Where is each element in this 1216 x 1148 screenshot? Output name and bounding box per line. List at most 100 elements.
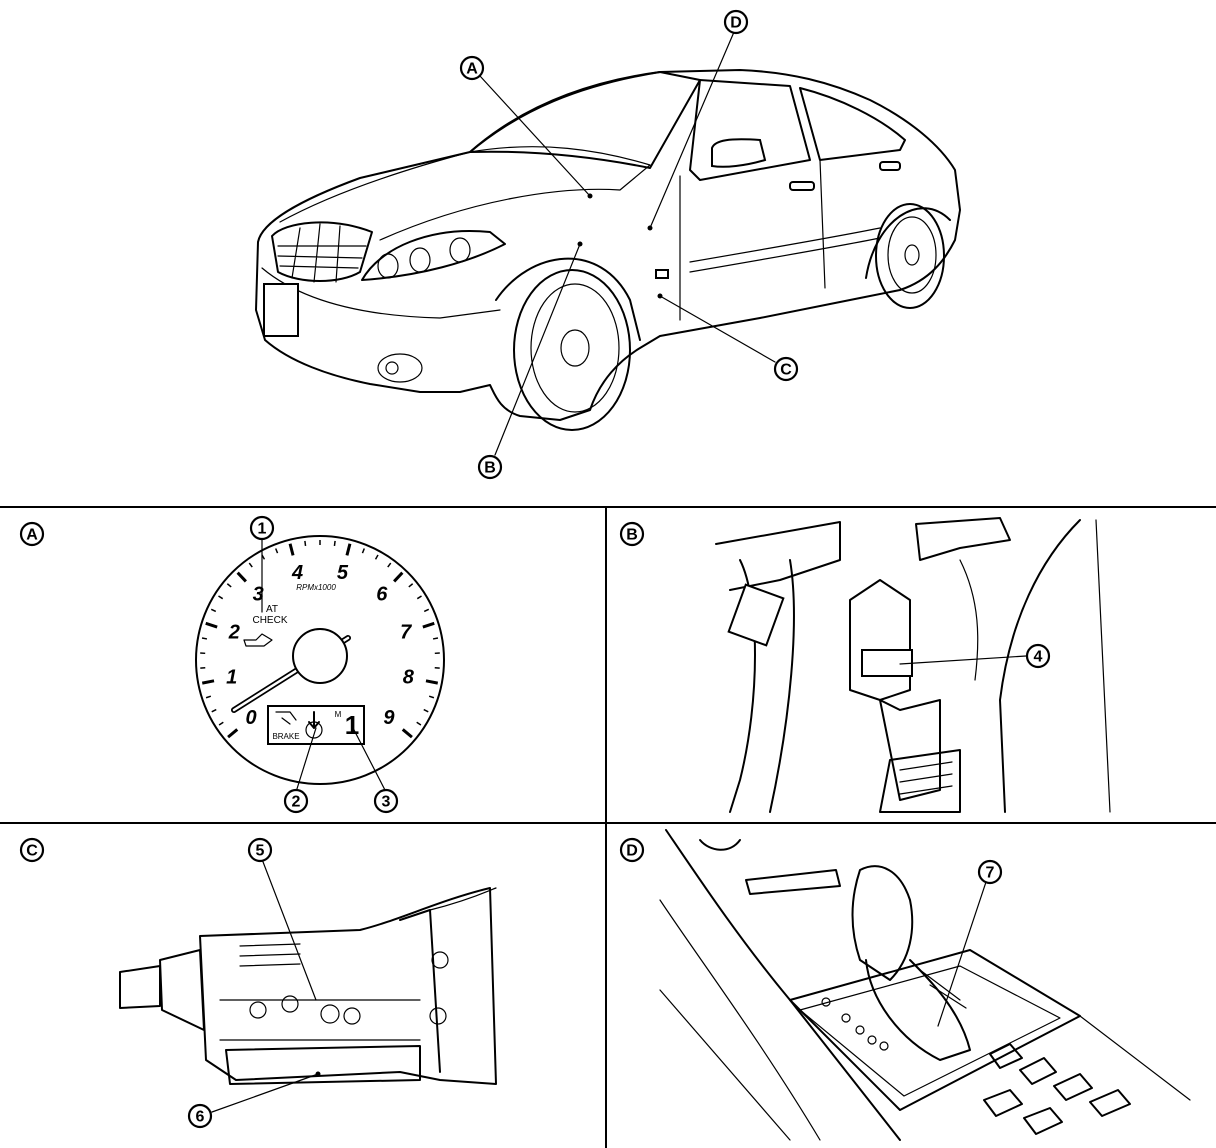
brake-pedal-arm-outline bbox=[729, 559, 756, 813]
panel-B-corner-label: B bbox=[619, 521, 645, 547]
shift-knob bbox=[851, 865, 914, 981]
car-license-plate bbox=[263, 283, 299, 337]
car-headlight-lens-2 bbox=[409, 247, 431, 273]
callout-label: 4 bbox=[1034, 649, 1043, 666]
gauge-hub bbox=[292, 628, 348, 684]
slip-icon bbox=[275, 711, 297, 725]
callout-label: 3 bbox=[382, 794, 391, 811]
car-fog-lamp-inner bbox=[385, 361, 399, 375]
accelerator-bracket bbox=[849, 579, 911, 701]
leader-C bbox=[659, 295, 776, 363]
car-front-wheel-tire bbox=[513, 269, 631, 431]
callout-car-C: C bbox=[773, 356, 799, 382]
callout-label: 5 bbox=[256, 843, 265, 860]
gauge-minor-tick bbox=[218, 721, 224, 726]
car-rear-wheel-tire bbox=[875, 203, 945, 309]
oil-pan bbox=[225, 1045, 421, 1085]
callout-4: 4 bbox=[1025, 643, 1051, 669]
gauge-minor-tick bbox=[374, 554, 379, 560]
car-door-handle-rear bbox=[879, 161, 901, 171]
callout-label: 7 bbox=[986, 865, 995, 882]
panel-label: B bbox=[626, 527, 638, 544]
gauge-minor-tick bbox=[248, 562, 253, 568]
leader-4 bbox=[899, 655, 1027, 665]
shifter-bezel-inner bbox=[799, 965, 1061, 1097]
callout-car-A: A bbox=[459, 55, 485, 81]
console-curve bbox=[699, 839, 741, 851]
car-rear-wheel-arch bbox=[865, 207, 951, 279]
gauge-minor-tick bbox=[408, 583, 414, 588]
shift-gate bbox=[919, 969, 967, 1009]
gauge-major-tick bbox=[205, 621, 218, 629]
gauge-number: 8 bbox=[403, 666, 415, 688]
at-check-line2: CHECK bbox=[252, 615, 287, 626]
console-slot bbox=[745, 869, 841, 895]
leader-A-dot bbox=[587, 193, 593, 199]
accelerator-pedal bbox=[879, 749, 961, 813]
brake-label: BRAKE bbox=[272, 732, 299, 741]
gauge-minor-tick bbox=[304, 540, 307, 547]
car-hood bbox=[279, 146, 651, 241]
sensor-connector bbox=[320, 1004, 340, 1024]
panel-label: C bbox=[26, 843, 38, 860]
gauge-major-tick bbox=[288, 543, 295, 556]
car-front-window bbox=[689, 79, 811, 181]
car-headlight-lens-3 bbox=[449, 237, 471, 263]
transmission-illustration bbox=[119, 853, 497, 1113]
gauge-minor-tick bbox=[226, 583, 232, 588]
callout-6: 6 bbox=[187, 1103, 213, 1129]
transmission-case bbox=[199, 887, 497, 1085]
gauge-number: 1 bbox=[226, 666, 237, 688]
panel-D-corner-label: D bbox=[619, 837, 645, 863]
panel-grid bbox=[0, 506, 1216, 1148]
gauge-minor-tick bbox=[274, 548, 279, 554]
gauge-number: 6 bbox=[376, 584, 388, 606]
leader-6 bbox=[211, 1073, 319, 1113]
gauge-major-tick bbox=[425, 679, 439, 685]
gauge-minor-tick bbox=[428, 695, 435, 699]
callout-car-B: B bbox=[477, 454, 503, 480]
leader-D-dot bbox=[647, 225, 653, 231]
gauge-minor-tick bbox=[210, 608, 217, 613]
gauge-unit-label: RPMx1000 bbox=[296, 583, 336, 592]
car-illustration bbox=[255, 31, 961, 456]
car-front-wheel-arch bbox=[495, 257, 641, 341]
gauge-major-tick bbox=[236, 571, 247, 583]
gauge-major-tick bbox=[393, 571, 404, 583]
car-side-marker bbox=[655, 269, 669, 279]
bolt-2 bbox=[281, 995, 299, 1013]
leader-A bbox=[479, 75, 591, 197]
car-fog-lamp bbox=[377, 353, 423, 383]
gauge-minor-tick bbox=[218, 595, 224, 600]
car-body-outline bbox=[255, 69, 961, 421]
indicator-dot-3 bbox=[855, 1025, 865, 1035]
car-door-handle-front bbox=[789, 181, 815, 191]
callout-label: 6 bbox=[196, 1109, 205, 1126]
steering-column-bracket bbox=[915, 517, 1011, 561]
callout-label: C bbox=[780, 362, 792, 379]
leader-6-dot bbox=[315, 1071, 321, 1077]
car-rear-wheel-rim bbox=[887, 216, 937, 294]
console-edge-left-inner bbox=[659, 899, 821, 1141]
gauge-number: 5 bbox=[337, 562, 349, 584]
console-edge bbox=[1095, 519, 1111, 813]
shift-lock-arrow-icon bbox=[308, 711, 320, 729]
gauge-minor-tick bbox=[416, 595, 422, 600]
gauge-minor-tick bbox=[416, 721, 422, 726]
gauge-minor-tick bbox=[205, 695, 212, 699]
gauge-minor-tick bbox=[333, 540, 336, 547]
leader-5 bbox=[259, 853, 317, 1001]
gauge-number: 0 bbox=[245, 707, 256, 729]
gauge-minor-tick bbox=[423, 608, 430, 613]
leader-2 bbox=[295, 727, 317, 793]
car-headlight bbox=[361, 230, 506, 281]
gauge-major-tick bbox=[201, 679, 215, 685]
brake-switch bbox=[861, 649, 913, 677]
brake-switch-connector bbox=[727, 583, 785, 647]
leader-7 bbox=[937, 881, 987, 1027]
accelerator-pedal-ribs bbox=[899, 761, 953, 795]
panel-C-corner-label: C bbox=[19, 837, 45, 863]
bolt-3 bbox=[343, 1007, 361, 1025]
